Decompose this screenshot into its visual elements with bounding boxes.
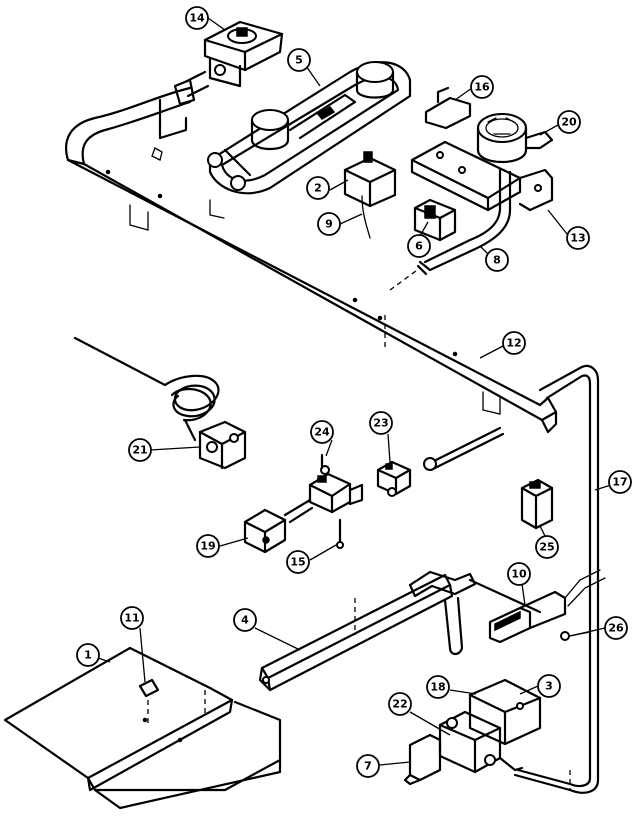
top-burner-assembly (207, 61, 412, 195)
callout-label: 23 (373, 417, 388, 430)
callout-9: 9 (317, 212, 341, 236)
callout-label: 4 (241, 614, 249, 627)
callout-26: 26 (604, 616, 628, 640)
callout-21: 21 (128, 438, 152, 462)
callout-12: 12 (502, 331, 526, 355)
callout-8: 8 (485, 248, 509, 272)
callout-label: 20 (561, 116, 577, 129)
callout-label: 18 (430, 681, 445, 694)
callout-20: 20 (557, 110, 581, 134)
callout-label: 22 (392, 698, 407, 711)
callout-13: 13 (566, 226, 590, 250)
callout-label: 16 (474, 81, 490, 94)
manifold-pipe (65, 86, 558, 434)
pressure-regulator (151, 20, 284, 161)
oven-gas-tube (513, 364, 600, 794)
callout-23: 23 (369, 411, 393, 435)
callout-label: 24 (314, 426, 330, 439)
callout-11: 11 (120, 606, 144, 630)
valve-bracket (243, 508, 287, 554)
callout-label: 14 (189, 12, 205, 25)
callout-22: 22 (388, 692, 412, 716)
callout-label: 17 (612, 476, 627, 489)
callout-label: 11 (124, 612, 139, 625)
callout-label: 6 (415, 240, 423, 253)
bracket-7 (403, 733, 442, 786)
supply-tube (416, 168, 512, 276)
thermostat-capillary (73, 336, 247, 470)
thermostat-bracket (410, 140, 554, 212)
callout-17: 17 (608, 470, 632, 494)
callout-label: 7 (364, 760, 372, 773)
callout-label: 15 (290, 556, 305, 569)
oven-igniter (468, 569, 606, 644)
callout-10: 10 (507, 562, 531, 586)
callout-label: 2 (314, 182, 322, 195)
valve-mount-bracket (468, 678, 542, 746)
connector-tube (423, 426, 505, 471)
callout-7: 7 (356, 754, 380, 778)
callout-3: 3 (537, 674, 561, 698)
screw (336, 518, 344, 549)
callout-18: 18 (426, 675, 450, 699)
callout-5: 5 (287, 48, 311, 72)
igniter-screw (560, 631, 591, 641)
callout-label: 1 (84, 649, 92, 662)
callout-15: 15 (286, 550, 310, 574)
callout-16: 16 (470, 75, 494, 99)
oven-bottom-baffle (3, 646, 282, 810)
callout-6: 6 (407, 234, 431, 258)
callout-label: 26 (608, 622, 624, 635)
callout-label: 19 (200, 540, 215, 553)
igniter-wire (361, 195, 371, 239)
mounting-clip (424, 86, 472, 130)
igniter-module (520, 478, 554, 530)
callout-label: 8 (493, 254, 501, 267)
callout-24: 24 (310, 420, 334, 444)
igniter-bracket (343, 151, 397, 208)
callout-label: 12 (506, 337, 521, 350)
callout-25: 25 (535, 535, 559, 559)
valve-switch (413, 198, 457, 242)
safety-valve (283, 453, 364, 524)
callout-label: 25 (539, 541, 554, 554)
callout-label: 13 (570, 232, 585, 245)
safety-valve-lower (438, 710, 524, 774)
oven-thermostat (476, 113, 554, 163)
callout-label: 3 (545, 680, 553, 693)
oven-burner (258, 570, 477, 692)
callout-2: 2 (306, 176, 330, 200)
callout-label: 21 (132, 444, 147, 457)
oven-valve (376, 460, 412, 497)
baffle-clip (138, 678, 160, 725)
callout-14: 14 (185, 6, 209, 30)
callout-label: 9 (325, 218, 333, 231)
callout-label: 5 (295, 54, 303, 67)
callout-19: 19 (196, 534, 220, 558)
callout-label: 10 (511, 568, 527, 581)
callout-4: 4 (233, 608, 257, 632)
callout-1: 1 (76, 643, 100, 667)
